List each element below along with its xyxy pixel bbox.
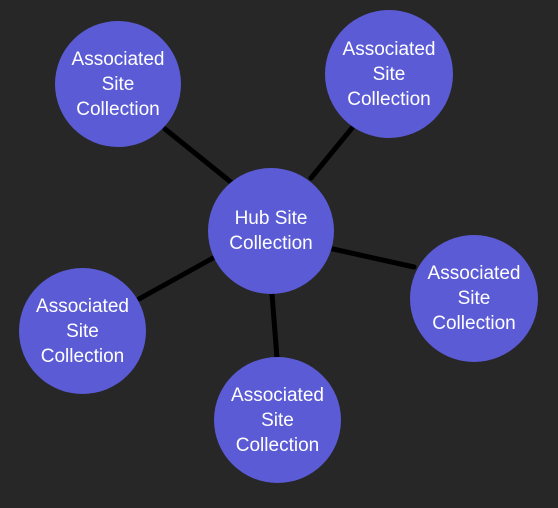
hub-site-collection-node: Hub Site Collection [208, 168, 334, 294]
connector-bottom [269, 291, 280, 361]
connector-right [330, 246, 417, 270]
associated-site-collection-node-bottom: Associated Site Collection [214, 357, 341, 483]
associated-node-label: Associated Site Collection [427, 263, 521, 334]
associated-node-label: Associated Site Collection [36, 295, 129, 367]
associated-node-label: Associated Site Collection [231, 384, 324, 456]
associated-node-label: Associated Site Collection [71, 48, 165, 120]
associated-site-collection-node-left: Associated Site Collection [19, 268, 146, 394]
hub-node-label: Hub Site Collection [229, 208, 313, 254]
associated-site-collection-node-top-left: Associated Site Collection [55, 21, 181, 147]
associated-site-collection-node-top-right: Associated Site Collection [325, 10, 453, 138]
connector-top-left [162, 126, 235, 186]
connector-left [136, 255, 216, 302]
connector-top-right [308, 125, 355, 181]
associated-node-label: Associated Site Collection [342, 38, 436, 110]
associated-site-collection-node-right: Associated Site Collection [410, 235, 538, 362]
